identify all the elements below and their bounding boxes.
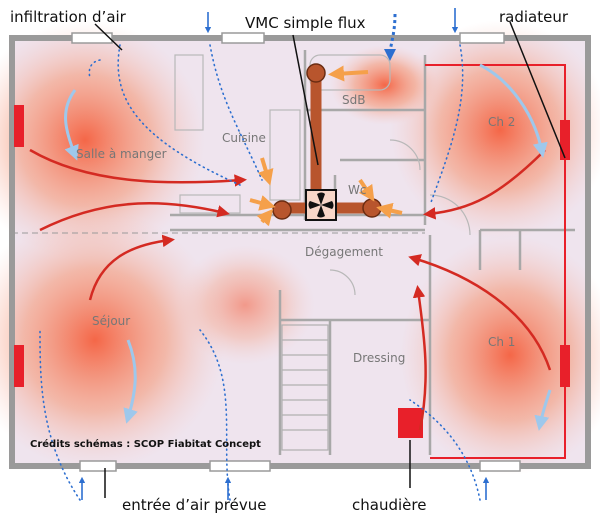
boiler-icon: [398, 408, 423, 438]
callout-boiler: chaudière: [352, 496, 427, 514]
room-label-wc: Wc: [348, 183, 366, 197]
windows: [71, 32, 521, 472]
cold-air-flows: [64, 63, 552, 431]
callout-vmc: VMC simple flux: [245, 14, 366, 32]
credits-text: Crédits schémas : SCOP Fiabitat Concept: [30, 439, 261, 450]
walls: [9, 35, 591, 469]
room-label-sejour: Séjour: [92, 314, 130, 328]
room-label-salle: Salle à manger: [76, 147, 167, 161]
interior-walls: [170, 50, 575, 455]
exhaust-arrow: [384, 13, 397, 61]
extraction-arrows: [249, 65, 403, 227]
air-inlet-arrows: [78, 8, 490, 500]
room-label-ch1: Ch 1: [488, 335, 515, 349]
room-label-dressing: Dressing: [353, 351, 405, 365]
callout-air-inlet: entrée d’air prévue: [122, 496, 267, 514]
room-label-degagement: Dégagement: [305, 245, 383, 259]
callout-leaders: [94, 21, 566, 498]
room-label-ch2: Ch 2: [488, 115, 515, 129]
door-swings: [329, 139, 471, 296]
vmc-fan-icon: [305, 189, 337, 221]
staircase: [281, 324, 329, 451]
room-label-sdb: SdB: [342, 93, 365, 107]
callout-radiator: radiateur: [499, 8, 569, 26]
warm-air-flows: [29, 148, 552, 431]
heating-loop: [425, 64, 566, 459]
room-label-cuisine: Cuisine: [222, 131, 266, 145]
callout-infiltration: infiltration d’air: [10, 8, 126, 26]
